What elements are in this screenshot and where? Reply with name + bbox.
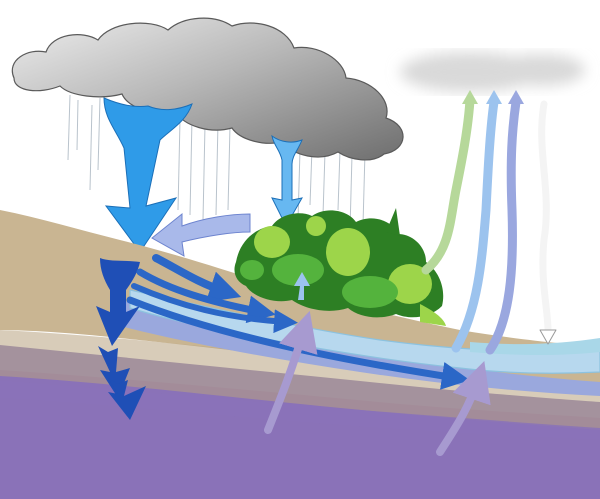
capillary-rise-arrow	[294, 272, 310, 300]
upwelling-arrow-1	[264, 310, 318, 434]
interflow-arrow-3	[131, 283, 298, 334]
faint-cloud	[400, 52, 585, 92]
et-arrow-blue	[451, 97, 499, 353]
evapotranspiration-arrows	[421, 90, 557, 355]
upwelling-arrow-2	[436, 361, 491, 456]
soil-lower-band	[0, 330, 600, 430]
interflow-arrow-1	[152, 254, 242, 303]
precipitation-arrow-large	[103, 97, 193, 253]
infiltration-arrows	[96, 258, 146, 420]
et-arrow-blue-head	[486, 90, 502, 104]
precip-descend-arrow-white-head	[539, 329, 557, 345]
stream-surface	[470, 338, 600, 355]
bedrock-surface	[0, 380, 600, 440]
et-arrow-green-head	[462, 90, 478, 104]
interflow-arrow-2	[136, 268, 276, 324]
upwelling-arrows	[264, 310, 491, 456]
precipitation-arrow-small	[271, 134, 303, 228]
surface-runoff-arrow	[151, 212, 251, 257]
infiltration-arrow-1	[96, 258, 140, 346]
et-arrow-purple	[485, 97, 521, 355]
et-arrow-purple-head	[508, 90, 524, 104]
et-arrow-green	[421, 95, 475, 275]
vegetation	[234, 208, 446, 326]
precip-descend-arrow-white	[538, 100, 552, 334]
infiltration-arrow-3	[108, 378, 146, 420]
